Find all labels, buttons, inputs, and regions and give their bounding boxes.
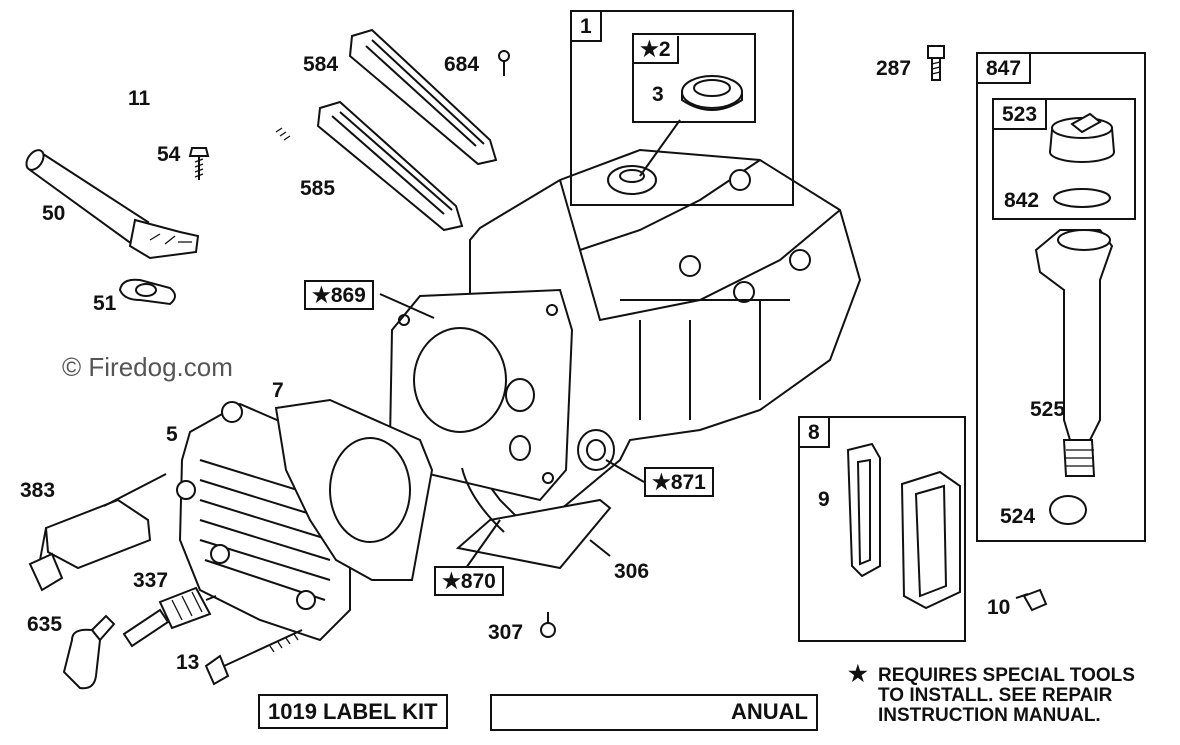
- gasket-306: [455, 467, 612, 570]
- callout-star-870: ★870: [434, 566, 504, 596]
- callout-54: 54: [157, 143, 181, 166]
- callout-50: 50: [42, 202, 66, 225]
- bolt-13: [204, 629, 303, 686]
- frame-1: 1: [570, 10, 794, 206]
- frame-1-tag: 1: [570, 10, 602, 42]
- note-line-1: REQUIRES SPECIAL TOOLS: [878, 665, 1135, 686]
- manual-box: ANUAL: [490, 694, 818, 731]
- frame-523-tag: 523: [992, 98, 1048, 130]
- screw-287: [927, 45, 945, 81]
- manual-box-text: ANUAL: [731, 699, 808, 724]
- frame-847-tag: 847: [976, 52, 1032, 84]
- callout-star-2: ★2: [634, 36, 679, 64]
- tool-383: [28, 473, 167, 592]
- fill-tube-525: [1034, 229, 1114, 477]
- callout-10: 10: [987, 596, 1011, 619]
- callout-5: 5: [166, 423, 178, 446]
- frame-847: 847: [976, 52, 1146, 542]
- callout-13: 13: [176, 651, 200, 674]
- watermark: © Firedog.com: [62, 352, 233, 382]
- callout-star-871: ★871: [644, 467, 714, 497]
- spark-plug-337: [122, 586, 217, 648]
- callout-307: 307: [488, 621, 524, 644]
- dipstick-cap-523: [1049, 112, 1115, 163]
- callout-9: 9: [818, 488, 830, 511]
- callout-306: 306: [614, 560, 650, 583]
- callout-383: 383: [20, 479, 56, 502]
- callout-684: 684: [444, 53, 480, 76]
- o-ring-842: [1053, 188, 1111, 208]
- star-icon: ★: [848, 661, 868, 686]
- oil-seal-3: [681, 75, 743, 111]
- frame-seal-box: [632, 33, 756, 123]
- label-kit-box: 1019 LABEL KIT: [258, 694, 448, 729]
- callout-11: 11: [128, 87, 151, 110]
- callout-584: 584: [303, 53, 339, 76]
- leader-lines: [379, 119, 681, 569]
- callout-635: 635: [27, 613, 63, 636]
- port-871: [577, 429, 615, 471]
- callout-524: 524: [1000, 505, 1036, 528]
- tube-50: [25, 149, 200, 260]
- callout-842: 842: [1004, 189, 1040, 212]
- breather-9: [846, 442, 961, 610]
- gasket-51: [118, 278, 176, 306]
- screw-684: [498, 50, 510, 76]
- boot-635: [62, 614, 116, 690]
- special-tools-note: ★ REQUIRES SPECIAL TOOLS TO INSTALL. SEE…: [848, 661, 1135, 726]
- cylinder-head-gasket: [388, 288, 574, 502]
- callout-337: 337: [133, 569, 169, 592]
- o-ring-524: [1049, 495, 1087, 525]
- note-line-2: TO INSTALL. SEE REPAIR: [878, 685, 1113, 706]
- breather-gaskets: [316, 28, 498, 232]
- tube-11: [95, 57, 293, 147]
- bolt-54: [188, 147, 210, 180]
- head-gasket-7: [274, 398, 434, 581]
- frame-8-tag: 8: [798, 416, 830, 448]
- frame-523: 523: [992, 98, 1136, 220]
- note-line-3: INSTRUCTION MANUAL.: [878, 705, 1101, 726]
- screw-307: [540, 612, 556, 638]
- callout-585: 585: [300, 177, 336, 200]
- callout-3: 3: [652, 83, 664, 106]
- callout-525: 525: [1030, 398, 1066, 421]
- bolt-10: [1015, 588, 1048, 612]
- frame-8: 8: [798, 416, 966, 642]
- callout-star-869: ★869: [304, 280, 374, 310]
- callout-51: 51: [93, 292, 117, 315]
- callout-7: 7: [272, 379, 284, 402]
- callout-287: 287: [876, 57, 912, 80]
